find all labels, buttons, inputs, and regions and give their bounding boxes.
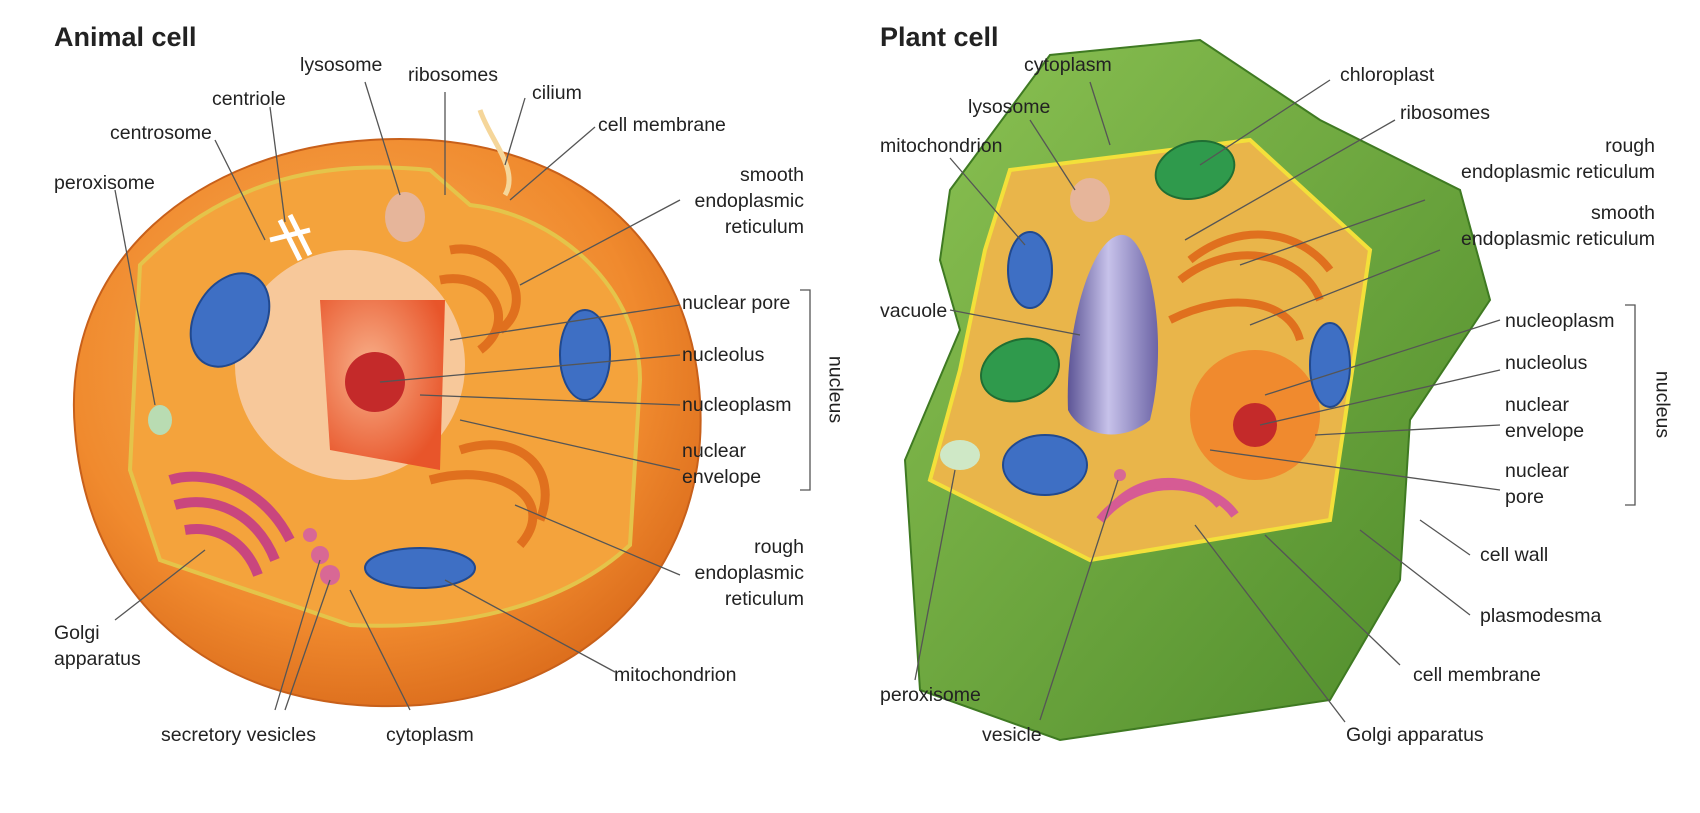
plant-label-nuclear-envelope-1: nuclear (1505, 394, 1569, 416)
animal-label-cilium: cilium (532, 82, 582, 104)
plant-label-chloroplast: chloroplast (1340, 64, 1435, 86)
plant-label-nuclear-envelope-2: envelope (1505, 420, 1585, 442)
animal-cilium (477, 109, 512, 197)
animal-label-nucleus-bracket: nucleus (824, 355, 847, 424)
plant-label-rough-er-1: rough (1605, 135, 1655, 157)
animal-nucleolus (345, 352, 405, 412)
plant-peroxisome (940, 440, 980, 470)
animal-label-golgi-2: apparatus (54, 648, 141, 670)
animal-label-smooth-er-3: reticulum (724, 216, 804, 238)
animal-label-golgi-1: Golgi (54, 622, 100, 644)
plant-label-cell-membrane: cell membrane (1413, 664, 1541, 686)
animal-label-nuclear-pore: nuclear pore (682, 292, 791, 314)
plant-label-plasmodesma: plasmodesma (1480, 605, 1602, 627)
animal-label-rough-er-3: reticulum (724, 588, 804, 610)
animal-secretory-vesicles (303, 528, 340, 585)
plant-label-peroxisome: peroxisome (880, 684, 981, 706)
plant-golgi (1096, 478, 1239, 523)
animal-mitochondria (189, 272, 611, 589)
animal-label-rough-er-1: rough (754, 536, 804, 558)
animal-label-nuclear-envelope-1: nuclear (682, 440, 746, 462)
plant-label-cell-wall: cell wall (1480, 544, 1549, 566)
plant-label-vesicle: vesicle (982, 724, 1042, 746)
animal-lysosome (385, 192, 425, 242)
plant-label-nucleus-bracket: nucleus (1651, 370, 1674, 439)
plant-label-golgi: Golgi apparatus (1346, 724, 1484, 746)
animal-label-nucleolus: nucleolus (682, 344, 765, 366)
plant-label-nucleoplasm: nucleoplasm (1505, 310, 1615, 332)
animal-label-cytoplasm: cytoplasm (386, 724, 474, 746)
animal-label-cell-membrane: cell membrane (598, 114, 726, 136)
animal-rough-er (428, 244, 550, 548)
plant-mitochondria (1002, 231, 1351, 496)
animal-label-centriole: centriole (212, 88, 286, 110)
plant-cell-title: Plant cell (880, 22, 999, 52)
plant-er (1168, 230, 1334, 342)
animal-label-centrosome: centrosome (110, 122, 212, 144)
plant-label-ribosomes: ribosomes (1400, 102, 1490, 124)
plant-label-smooth-er-2: endoplasmic reticulum (1460, 228, 1655, 250)
plant-label-vacuole: vacuole (880, 300, 948, 322)
animal-label-smooth-er-2: endoplasmic (694, 190, 804, 212)
plant-cell-illustration (903, 38, 1492, 742)
plant-vesicle (1114, 469, 1126, 481)
plant-label-nuclear-pore-2: pore (1505, 486, 1545, 508)
plant-label-nucleolus: nucleolus (1505, 352, 1588, 374)
leader-lines (114, 79, 1636, 723)
animal-cell-illustration (72, 109, 702, 708)
plant-label-nuclear-pore-1: nuclear (1505, 460, 1569, 482)
animal-golgi (168, 471, 295, 577)
animal-label-peroxisome: peroxisome (54, 172, 155, 194)
plant-label-mitochondrion: mitochondrion (880, 135, 1003, 157)
animal-label-smooth-er-1: smooth (740, 164, 804, 186)
animal-label-secretory-vesicles: secretory vesicles (161, 724, 316, 746)
animal-label-rough-er-2: endoplasmic (694, 562, 804, 584)
animal-centrioles (269, 213, 313, 262)
animal-label-ribosomes: ribosomes (408, 64, 498, 86)
animal-cell-title: Animal cell (54, 22, 197, 52)
animal-label-nucleoplasm: nucleoplasm (682, 394, 792, 416)
plant-label-lysosome: lysosome (968, 96, 1051, 118)
plant-label-smooth-er-1: smooth (1591, 202, 1655, 224)
plant-nucleus (1190, 350, 1320, 480)
plant-label-rough-er-2: endoplasmic reticulum (1460, 161, 1655, 183)
animal-label-nuclear-envelope-2: envelope (682, 466, 762, 488)
plant-vacuole (1067, 234, 1159, 435)
animal-label-lysosome: lysosome (300, 54, 383, 76)
animal-label-mitochondrion: mitochondrion (614, 664, 737, 686)
plant-label-cytoplasm: cytoplasm (1024, 54, 1112, 76)
animal-peroxisome (148, 405, 172, 435)
plant-lysosome (1070, 178, 1110, 222)
